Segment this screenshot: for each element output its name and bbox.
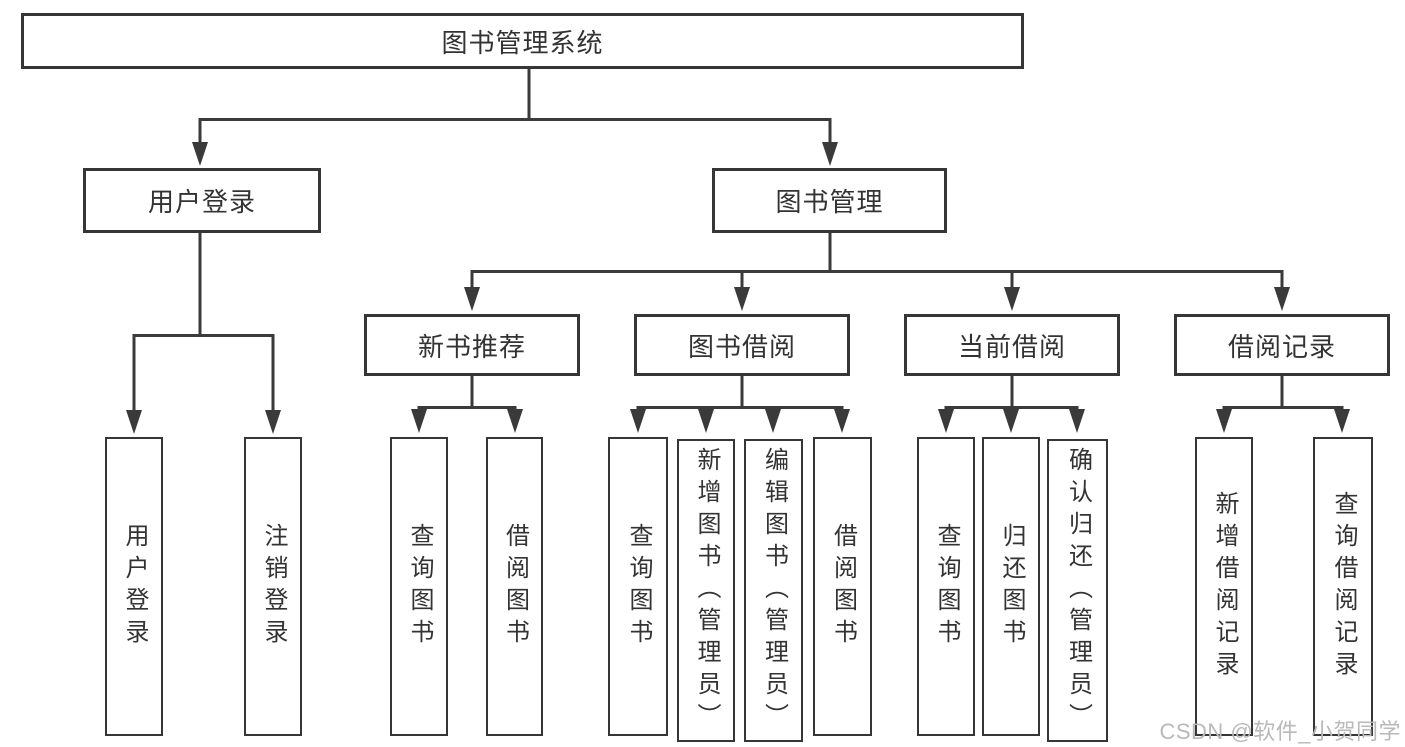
arrow-down-icon bbox=[1004, 287, 1020, 311]
leaf-label: 借阅图书 bbox=[829, 522, 857, 651]
leaf-label: 查询图书 bbox=[406, 522, 433, 651]
leaf-newbook-query-books: 查询图书 bbox=[390, 437, 448, 736]
node-book-borrow: 图书借阅 bbox=[634, 314, 850, 376]
arrow-down-icon bbox=[765, 409, 781, 433]
leaf-borrow-query-books: 查询图书 bbox=[608, 437, 668, 736]
arrow-down-icon bbox=[126, 410, 142, 434]
arrow-down-icon bbox=[734, 287, 750, 311]
arrow-down-icon bbox=[1334, 409, 1350, 433]
node-current-borrow: 当前借阅 bbox=[904, 314, 1120, 376]
arrow-down-icon bbox=[1069, 409, 1085, 433]
leaf-label: 查询图书 bbox=[625, 522, 652, 651]
node-user-login: 用户登录 bbox=[83, 168, 321, 233]
leaf-current-query-books: 查询图书 bbox=[917, 437, 975, 736]
leaf-label: 用户登录 bbox=[121, 522, 148, 651]
leaf-label: 借阅图书 bbox=[501, 522, 529, 651]
leaf-label: 确认归还（管理员） bbox=[1064, 446, 1092, 735]
arrow-down-icon bbox=[1003, 409, 1019, 433]
arrow-down-icon bbox=[834, 409, 850, 433]
leaf-current-return-books: 归还图书 bbox=[982, 437, 1040, 736]
leaf-borrow-borrow-books: 借阅图书 bbox=[813, 437, 872, 736]
arrow-down-icon bbox=[411, 409, 427, 433]
arrow-down-icon bbox=[938, 409, 954, 433]
leaf-newbook-borrow-books: 借阅图书 bbox=[486, 437, 543, 736]
arrow-down-icon bbox=[630, 409, 646, 433]
arrow-down-icon bbox=[1216, 409, 1232, 433]
leaf-records-query-record: 查询借阅记录 bbox=[1313, 437, 1373, 736]
arrow-down-icon bbox=[1274, 287, 1290, 311]
leaf-label: 归还图书 bbox=[998, 522, 1025, 651]
leaf-label: 新增图书（管理员） bbox=[693, 446, 720, 735]
node-new-book-recommend: 新书推荐 bbox=[364, 314, 580, 376]
arrow-down-icon bbox=[192, 142, 208, 166]
leaf-label: 新增借阅记录 bbox=[1211, 490, 1238, 683]
leaf-user-login: 用户登录 bbox=[105, 437, 163, 736]
leaf-logout: 注销登录 bbox=[244, 437, 302, 736]
leaf-label: 查询图书 bbox=[933, 522, 960, 651]
arrow-down-icon bbox=[507, 409, 523, 433]
node-root-system: 图书管理系统 bbox=[21, 13, 1024, 69]
leaf-records-add-record: 新增借阅记录 bbox=[1195, 437, 1253, 736]
arrow-down-icon bbox=[698, 409, 714, 433]
csdn-watermark: CSDN @软件_小贺同学 bbox=[1159, 719, 1401, 744]
arrow-down-icon bbox=[265, 410, 281, 434]
leaf-borrow-add-books-admin: 新增图书（管理员） bbox=[677, 439, 735, 742]
leaf-label: 查询借阅记录 bbox=[1330, 490, 1357, 683]
leaf-borrow-edit-books-admin: 编辑图书（管理员） bbox=[744, 439, 803, 742]
node-borrow-records: 借阅记录 bbox=[1174, 314, 1390, 376]
arrow-down-icon bbox=[464, 287, 480, 311]
leaf-label: 注销登录 bbox=[260, 522, 287, 651]
node-book-management: 图书管理 bbox=[712, 168, 947, 233]
leaf-current-confirm-return-admin: 确认归还（管理员） bbox=[1047, 439, 1108, 742]
leaf-label: 编辑图书（管理员） bbox=[760, 446, 788, 735]
arrow-down-icon bbox=[822, 142, 838, 166]
